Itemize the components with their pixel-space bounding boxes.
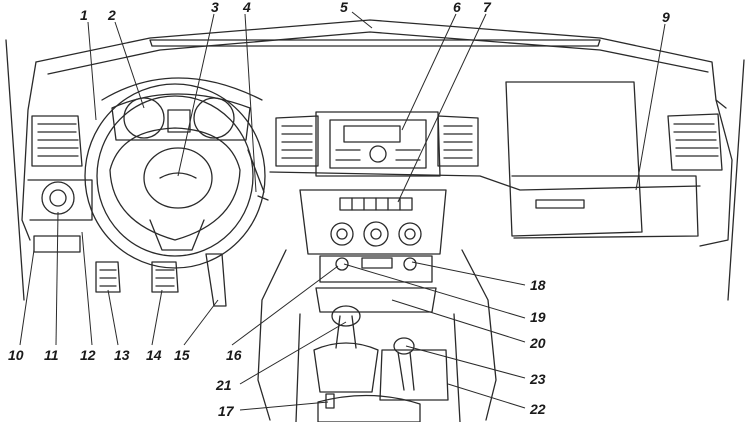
horn-pad — [143, 147, 213, 209]
right-air-vent — [667, 113, 723, 171]
callout-5: 5 — [340, 0, 348, 15]
console-tray — [315, 287, 437, 313]
leader-7 — [397, 13, 487, 203]
fuse-cover — [33, 235, 81, 253]
callout-6: 6 — [453, 0, 461, 15]
floor-tunnel-left — [257, 249, 287, 421]
callout-23: 23 — [530, 371, 546, 387]
leader-11 — [55, 211, 59, 346]
lower-console — [319, 255, 433, 283]
leader-22 — [447, 383, 526, 409]
leader-18 — [411, 261, 526, 286]
callout-4: 4 — [243, 0, 251, 15]
dashboard-left-side — [21, 61, 37, 241]
callout-9: 9 — [662, 9, 670, 25]
callout-19: 19 — [530, 309, 546, 325]
callout-12: 12 — [80, 347, 96, 363]
transfer-lever — [397, 351, 415, 391]
leader-20 — [391, 299, 526, 343]
leader-15 — [183, 299, 219, 346]
dashboard-top-edge — [47, 31, 709, 75]
leader-2 — [114, 21, 145, 109]
callout-18: 18 — [530, 277, 546, 293]
leader-17 — [239, 401, 329, 411]
leader-4 — [244, 13, 257, 193]
leader-1 — [87, 21, 97, 121]
climate-knob-left — [330, 222, 354, 246]
accelerator-pedal — [205, 253, 227, 307]
leader-6 — [401, 13, 457, 131]
left-air-vent — [31, 115, 83, 167]
switch-panel — [27, 179, 93, 221]
leader-21 — [239, 321, 347, 385]
callout-13: 13 — [114, 347, 130, 363]
leader-10 — [19, 249, 35, 346]
callout-17: 17 — [218, 403, 234, 419]
steering-hub — [109, 127, 241, 241]
callout-2: 2 — [108, 7, 116, 23]
center-console-outline — [299, 189, 447, 255]
leader-5 — [351, 11, 373, 29]
light-switch — [41, 181, 75, 215]
radio — [329, 119, 427, 169]
speedometer — [123, 97, 165, 139]
gear-shift-lever — [335, 315, 357, 349]
brake-pedal — [151, 261, 179, 293]
leader-14 — [151, 289, 163, 346]
instrument-cluster — [111, 93, 251, 141]
center-left-vent — [275, 115, 319, 167]
defroster-grille — [149, 39, 601, 47]
leader-9 — [635, 23, 666, 191]
callout-11: 11 — [44, 347, 59, 363]
callout-22: 22 — [530, 401, 546, 417]
leader-12 — [81, 231, 93, 346]
transfer-lever-knob — [393, 337, 415, 355]
dashboard-right-side — [699, 99, 733, 247]
leader-3 — [177, 13, 215, 177]
callout-20: 20 — [530, 335, 546, 351]
callout-15: 15 — [174, 347, 190, 363]
power-outlet — [403, 257, 417, 271]
callout-1: 1 — [80, 7, 88, 23]
radio-bezel — [315, 111, 441, 177]
transfer-boot — [379, 349, 449, 401]
callout-16: 16 — [226, 347, 242, 363]
gear-shift-knob — [331, 305, 361, 327]
glove-box — [505, 81, 643, 237]
steering-wheel-rim — [84, 83, 266, 269]
callout-7: 7 — [483, 0, 491, 15]
callout-3: 3 — [211, 0, 219, 15]
radio-display — [343, 125, 401, 143]
leader-13 — [107, 289, 119, 346]
cigarette-lighter — [335, 257, 349, 271]
parking-brake-lever — [317, 394, 421, 422]
radio-knob — [369, 145, 387, 163]
steering-spoke-lower — [149, 219, 205, 251]
gear-boot — [313, 342, 379, 393]
climate-knob-right — [398, 222, 422, 246]
center-right-vent — [437, 115, 479, 167]
leader-19 — [343, 263, 526, 319]
climate-knob-center — [363, 221, 389, 247]
dashboard-lower-line — [269, 171, 701, 191]
callout-21: 21 — [216, 377, 232, 393]
tachometer — [193, 97, 235, 139]
wiper-stalk — [247, 149, 269, 201]
leader-16 — [231, 265, 339, 346]
clutch-pedal — [95, 261, 121, 293]
leader-23 — [405, 345, 526, 379]
instrument-cluster-hood — [101, 77, 263, 101]
callout-10: 10 — [8, 347, 24, 363]
callout-14: 14 — [146, 347, 162, 363]
